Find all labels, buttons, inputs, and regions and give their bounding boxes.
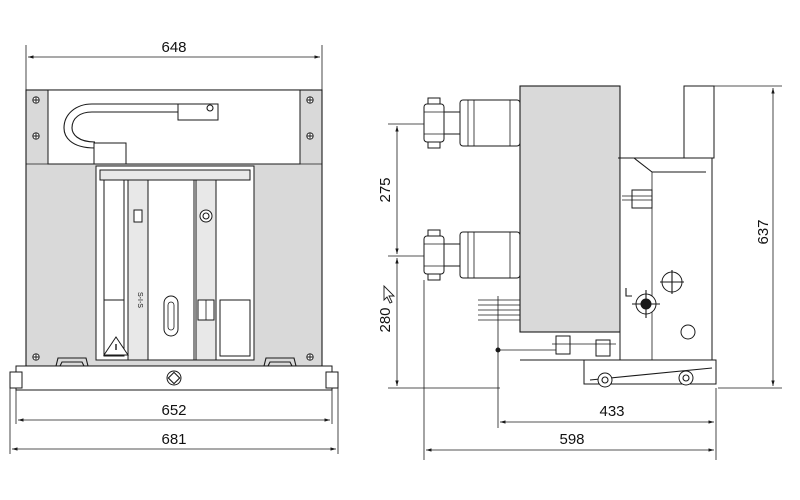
dim-598-label: 598 bbox=[559, 431, 584, 448]
right-indicator-outer bbox=[199, 209, 213, 223]
panel-right-lower bbox=[219, 299, 251, 357]
dim-433-label: 433 bbox=[599, 403, 624, 420]
dim-280-label: 280 bbox=[377, 307, 394, 332]
dim-637-label: 637 bbox=[755, 219, 772, 244]
side-right-dimension: 637 bbox=[714, 85, 782, 389]
left-slider-column bbox=[127, 179, 149, 361]
front-view: 648 S-I-S bbox=[9, 39, 339, 454]
screw-head-icon bbox=[32, 132, 40, 140]
dim-648-label: 648 bbox=[161, 39, 186, 56]
hook-terminal bbox=[177, 103, 219, 121]
front-upper-chamber bbox=[47, 89, 301, 165]
dim-681-label: 681 bbox=[161, 431, 186, 448]
center-slot bbox=[163, 295, 179, 337]
screw-head-icon bbox=[306, 353, 314, 361]
housing-bracket bbox=[631, 189, 653, 209]
mechanism-housing bbox=[619, 157, 713, 361]
screw-head-icon bbox=[32, 353, 40, 361]
clamp-left bbox=[555, 335, 571, 355]
side-left-dimensions: 275 280 bbox=[377, 123, 500, 389]
truck-wheel-rear bbox=[678, 370, 694, 386]
hook-cable-outer bbox=[63, 103, 178, 150]
panel-top-bar bbox=[99, 169, 251, 181]
left-handle bbox=[55, 357, 89, 367]
right-slider-column bbox=[195, 179, 217, 361]
front-bottom-dimensions: 652 681 bbox=[9, 388, 339, 454]
side-view: 275 280 bbox=[377, 85, 782, 460]
front-top-dimension: 648 bbox=[25, 39, 323, 90]
hook-base-block bbox=[93, 142, 127, 165]
chassis-right-tab bbox=[325, 371, 339, 389]
upper-contact-arm bbox=[423, 97, 521, 149]
panel-left-strip bbox=[103, 179, 125, 301]
side-main-body bbox=[519, 85, 621, 333]
indicator-round bbox=[680, 324, 696, 340]
right-handle bbox=[263, 357, 297, 367]
screw-head-icon bbox=[306, 96, 314, 104]
left-indicator bbox=[133, 209, 143, 223]
screw-head-icon bbox=[306, 132, 314, 140]
truck-wheel-front bbox=[597, 372, 613, 388]
clamp-right bbox=[595, 339, 611, 357]
rear-upper-panel bbox=[683, 85, 715, 159]
panel-glyph-label: S-I-S bbox=[136, 292, 143, 308]
chassis-left-tab bbox=[9, 371, 23, 389]
chassis-center-knob bbox=[166, 370, 182, 386]
lower-contact-arm bbox=[423, 229, 521, 281]
side-bottom-dimensions: 433 598 bbox=[423, 280, 717, 460]
busbar-group bbox=[478, 296, 560, 388]
screw-head-icon bbox=[32, 96, 40, 104]
hook-cable-inner bbox=[71, 111, 178, 143]
dim-275-label: 275 bbox=[377, 177, 394, 202]
dim-652-label: 652 bbox=[161, 402, 186, 419]
warning-triangle-icon bbox=[103, 336, 129, 356]
cursor-arrow-icon bbox=[383, 284, 396, 304]
